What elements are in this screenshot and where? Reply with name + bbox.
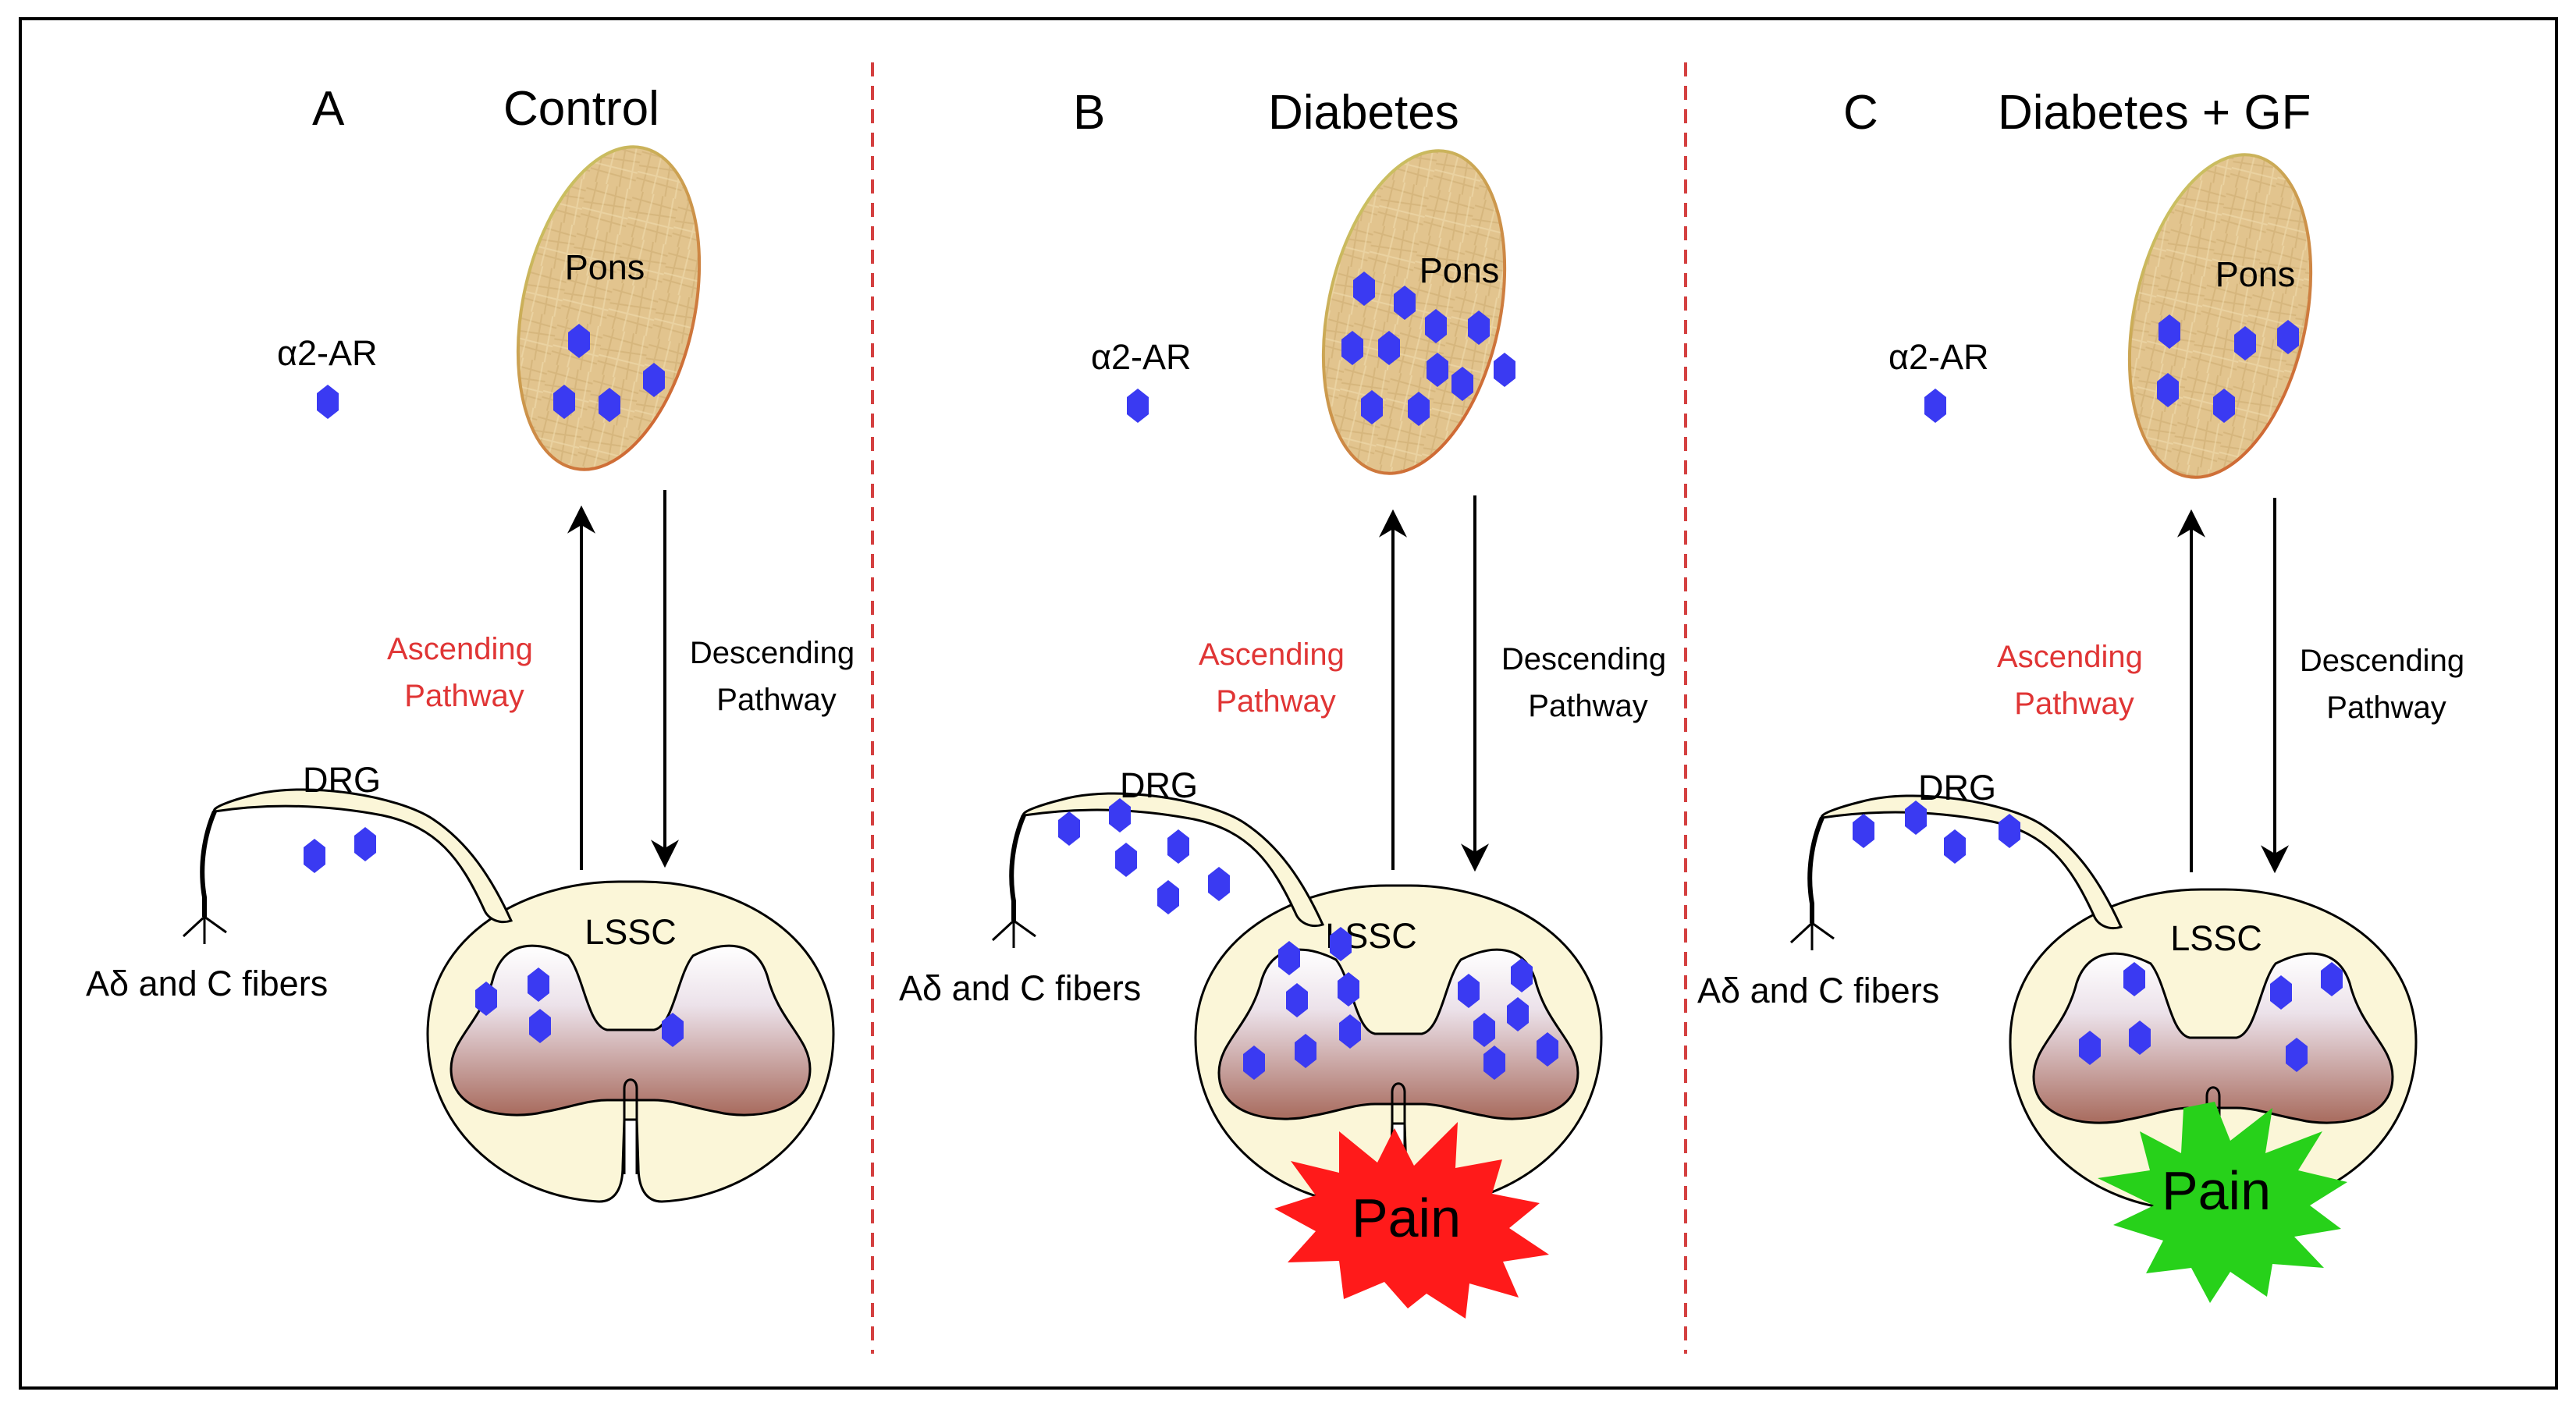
- descending-label: Descending Pathway: [2300, 644, 2473, 725]
- receptor-icon: [354, 827, 376, 861]
- receptor-icon: [1494, 353, 1515, 387]
- pons-label: Pons: [565, 247, 645, 287]
- drg-nerve: DRG: [182, 760, 513, 944]
- legend: α2-AR: [1888, 337, 1989, 423]
- pons-label: Pons: [2215, 254, 2296, 294]
- receptor-icon: [317, 385, 339, 419]
- legend-label: α2-AR: [1888, 337, 1989, 377]
- descending-label: Descending Pathway: [1501, 642, 1675, 723]
- descending-label: Descending Pathway: [690, 636, 863, 717]
- pons: Pons: [516, 145, 702, 471]
- receptor-icon: [1944, 829, 1966, 864]
- lssc-label: LSSC: [584, 912, 677, 952]
- panel-b: B Diabetes α2-AR Pons Ascending Pathway: [899, 86, 1675, 1319]
- pons: Pons: [1321, 149, 1515, 475]
- ascending-label: Ascending Pathway: [1997, 640, 2151, 721]
- pons-label: Pons: [1419, 250, 1500, 290]
- receptor-icon: [1127, 389, 1149, 423]
- panel-letter: A: [312, 82, 345, 136]
- ascending-label: Ascending Pathway: [1199, 637, 1353, 719]
- figure-frame: [19, 17, 2558, 1390]
- spinal-cord: LSSC: [2009, 888, 2418, 1211]
- fibers-label: Aδ and C fibers: [86, 964, 328, 1003]
- pons: Pons: [2127, 153, 2313, 479]
- panel-title: Control: [503, 82, 659, 136]
- fibers-label: Aδ and C fibers: [899, 968, 1141, 1008]
- drg-label: DRG: [1120, 765, 1198, 805]
- receptor-icon: [1157, 880, 1179, 914]
- pain-label: Pain: [1352, 1188, 1461, 1248]
- receptor-icon: [1853, 814, 1874, 848]
- drg-nerve: DRG: [991, 765, 1325, 948]
- receptor-icon: [304, 839, 325, 873]
- legend: α2-AR: [1091, 337, 1192, 423]
- drg-nerve: DRG: [1789, 768, 2123, 950]
- pain-burst: Pain: [1274, 1122, 1549, 1319]
- receptor-icon: [1058, 811, 1080, 846]
- legend-label: α2-AR: [277, 333, 378, 373]
- spinal-cord: LSSC: [1194, 884, 1603, 1207]
- panel-title: Diabetes: [1268, 86, 1459, 140]
- spinal-cord: LSSC: [426, 880, 835, 1203]
- lssc-label: LSSC: [2170, 918, 2262, 958]
- legend: α2-AR: [277, 333, 378, 419]
- drg-label: DRG: [303, 760, 381, 800]
- ascending-label: Ascending Pathway: [387, 632, 542, 713]
- panel-letter: C: [1843, 86, 1878, 140]
- pain-burst: Pain: [2098, 1102, 2347, 1303]
- pain-label: Pain: [2162, 1160, 2271, 1221]
- panel-letter: B: [1073, 86, 1105, 140]
- legend-label: α2-AR: [1091, 337, 1192, 377]
- fibers-label: Aδ and C fibers: [1697, 971, 1939, 1010]
- receptor-icon: [1208, 867, 1230, 901]
- panel-a: A Control α2-AR Pons Ascending Pathway D…: [86, 82, 863, 1203]
- panel-c: C Diabetes + GF α2-AR Pons Ascending Pat…: [1697, 86, 2473, 1303]
- receptor-icon: [1924, 389, 1946, 423]
- receptor-icon: [1167, 829, 1189, 864]
- receptor-icon: [1115, 843, 1137, 877]
- drg-label: DRG: [1918, 768, 1996, 808]
- panel-title: Diabetes + GF: [1998, 86, 2311, 140]
